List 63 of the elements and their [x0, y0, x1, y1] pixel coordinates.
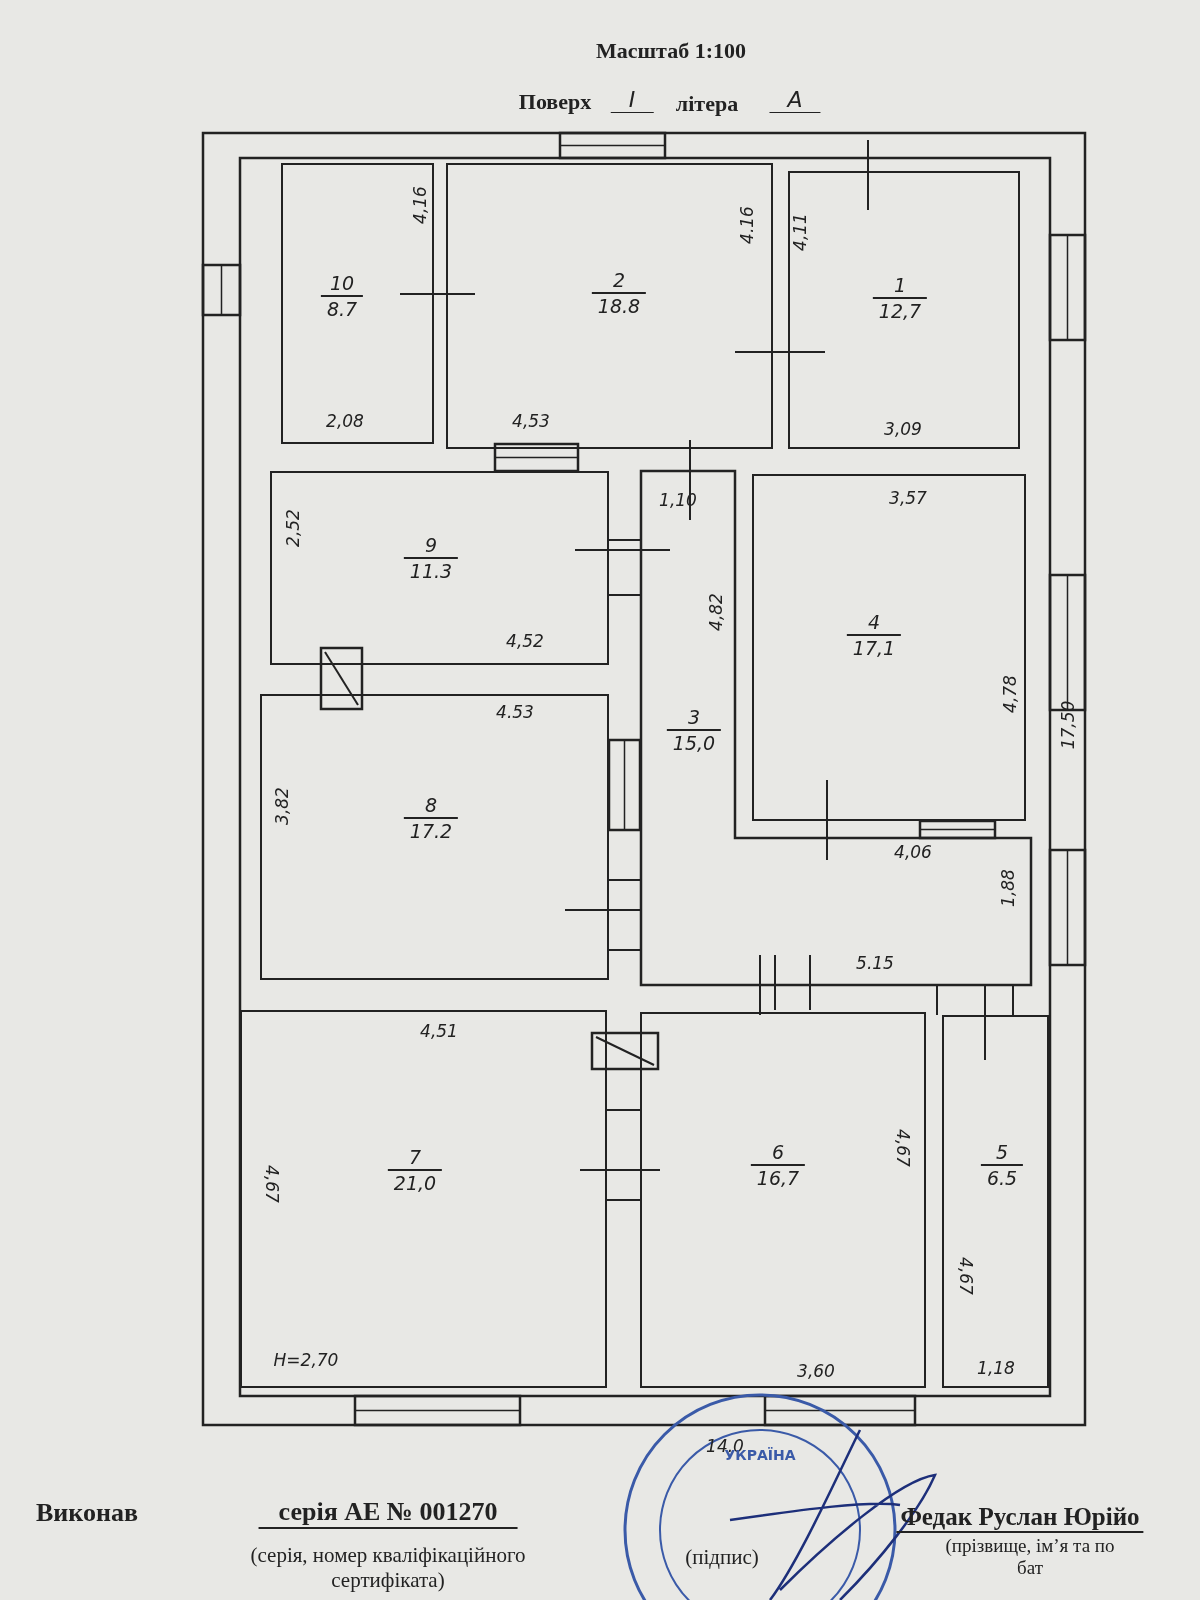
dimension-text: 1,88: [998, 869, 1018, 907]
room-area: 17.2: [403, 819, 459, 843]
scale-label: Масштаб 1:100: [596, 38, 746, 64]
room-outline: [281, 163, 434, 444]
room-outline: [260, 694, 609, 980]
room-outline: [788, 171, 1020, 449]
floor-label: Поверх: [518, 89, 592, 115]
dimension-text: 2,52: [283, 509, 303, 547]
room-number: 8: [403, 793, 459, 819]
dimension-text: Н=2,70: [273, 1350, 339, 1370]
room-number: 9: [403, 533, 459, 559]
room-number: 5: [980, 1140, 1024, 1166]
handwritten-entry: I: [610, 87, 654, 113]
room-area: 8.7: [320, 297, 364, 321]
dimension-text: 3,09: [884, 419, 922, 439]
room-outline: [752, 474, 1026, 821]
room-outline: [240, 1010, 607, 1388]
dimension-text: 5.15: [856, 953, 894, 973]
room-area: 21,0: [387, 1171, 443, 1195]
dimension-text: 4,51: [420, 1021, 458, 1041]
room-number: 7: [387, 1145, 443, 1171]
room-area: 16,7: [750, 1166, 806, 1190]
dimension-text: 4,78: [1000, 675, 1020, 713]
dimension-text: 4,06: [894, 842, 932, 862]
dimension-text: 4,67: [893, 1129, 913, 1167]
room-outline: [270, 471, 609, 665]
dimension-text: 4,82: [706, 593, 726, 631]
dimension-text: 4,67: [956, 1257, 976, 1295]
room-area: 17,1: [846, 636, 902, 660]
field-caption: (прізвище, ім’я та по бат: [945, 1535, 1115, 1579]
letter-label: літера: [675, 91, 739, 117]
dimension-text: 4.53: [496, 702, 534, 722]
dimension-text: 3,82: [272, 787, 292, 825]
dimension-text: 4,16: [410, 186, 430, 224]
dimension-text: 4.16: [737, 206, 757, 244]
dimension-text: 4,52: [506, 631, 544, 651]
field-caption: (підпис): [685, 1544, 759, 1570]
room-area: 18.8: [591, 294, 647, 318]
room-number: 1: [872, 273, 928, 299]
room-number: 10: [320, 271, 364, 297]
dimension-text: 3,57: [889, 488, 927, 508]
dimension-text: 3,60: [797, 1361, 835, 1381]
room-area: 15,0: [666, 731, 722, 755]
room-number: 2: [591, 268, 647, 294]
dimension-text: 4,53: [512, 411, 550, 431]
room-area: 6.5: [980, 1166, 1024, 1190]
room-outline: [942, 1015, 1049, 1388]
room-area: 11.3: [403, 559, 459, 583]
dimension-text: 1,18: [977, 1358, 1015, 1378]
certificate-number: серія АЕ № 001270: [258, 1497, 518, 1529]
room-outline: [640, 1012, 926, 1388]
handwritten-entry: А: [769, 87, 821, 113]
signer-label: Виконав: [36, 1498, 138, 1528]
room-area: 12,7: [872, 299, 928, 323]
dimension-text: 2,08: [326, 411, 364, 431]
room-outline: [446, 163, 773, 449]
room-number: 4: [846, 610, 902, 636]
room-number: 3: [666, 705, 722, 731]
room-number: 6: [750, 1140, 806, 1166]
dimension-text: 4,11: [790, 213, 810, 251]
field-caption: (серія, номер кваліфікаційного сертифіката): [249, 1543, 527, 1593]
dimension-text: 4,67: [262, 1165, 282, 1203]
room-outline: [641, 471, 1031, 985]
